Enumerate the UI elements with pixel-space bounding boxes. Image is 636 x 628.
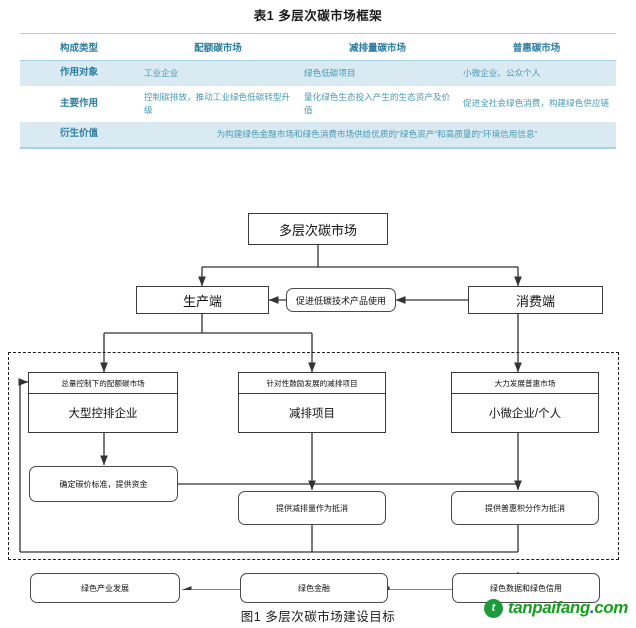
framework-table: 构成类型 配额碳市场 减排量碳市场 普惠碳市场 作用对象 工业企业 绿色低碳项目… bbox=[20, 33, 616, 149]
flowchart-connectors bbox=[18, 245, 522, 590]
node-caption: 针对性鼓励发展的减排项目 bbox=[239, 373, 385, 394]
node-green-finance[interactable]: 绿色金融 bbox=[240, 573, 388, 603]
market-mechanism-group bbox=[8, 352, 619, 560]
node-label: 生产端 bbox=[182, 293, 222, 309]
table-caption: 表1 多层次碳市场框架 bbox=[253, 9, 383, 23]
node-body: 大型控排企业 bbox=[68, 408, 138, 420]
table-body: 作用对象 工业企业 绿色低碳项目 小微企业、公众个人 主要作用 控制碳排放，推动… bbox=[20, 60, 616, 149]
node-consumption-side[interactable]: 消费端 bbox=[468, 286, 603, 314]
cell-inclusive: 小微企业、公众个人 bbox=[463, 67, 541, 78]
cell-reduction: 量化绿色生态投入产生的生态资产及价值 bbox=[304, 91, 451, 116]
node-body: 小微企业/个人 bbox=[488, 408, 562, 420]
table-row: 作用对象 工业企业 绿色低碳项目 小微企业、公众个人 bbox=[20, 60, 616, 86]
site-logo[interactable]: t tanpaifang.com bbox=[483, 598, 628, 618]
cell-derivative-value: 为构建绿色金融市场和绿色消费市场供给优质的“绿色资产”和高质量的“环境信用信息” bbox=[216, 129, 538, 140]
brand-wordmark: tanpaifang.com bbox=[508, 598, 628, 618]
flowchart: 多层次碳市场 生产端 消费端 促进低碳技术产品使用 总量控制下的配额碳市场 大型… bbox=[0, 200, 636, 603]
node-promote-low-carbon-tech[interactable]: 促进低碳技术产品使用 bbox=[286, 288, 396, 312]
node-caption: 总量控制下的配额碳市场 bbox=[29, 373, 177, 394]
node-offset-inclusive-points[interactable]: 提供普惠积分作为抵消 bbox=[451, 491, 599, 525]
column-header-2: 减排量碳市场 bbox=[298, 33, 457, 61]
node-label: 绿色数据和绿色信用 bbox=[490, 583, 562, 593]
node-body: 减排项目 bbox=[289, 408, 335, 420]
table-row: 衍生价值 为构建绿色金融市场和绿色消费市场供给优质的“绿色资产”和高质量的“环境… bbox=[20, 122, 616, 149]
column-header-1: 配额碳市场 bbox=[138, 33, 298, 61]
brand-part-1: tanpaifang bbox=[507, 598, 590, 617]
brand-part-3: com bbox=[594, 598, 628, 617]
table-row: 主要作用 控制碳排放，推动工业绿色低碳转型升级 量化绿色生态投入产生的生态资产及… bbox=[20, 85, 616, 123]
node-label: 消费端 bbox=[515, 293, 555, 309]
table-head: 构成类型 配额碳市场 减排量碳市场 普惠碳市场 bbox=[20, 33, 616, 61]
column-header-3: 普惠碳市场 bbox=[457, 33, 616, 61]
node-label: 多层次碳市场 bbox=[278, 222, 357, 238]
cell-reduction: 绿色低碳项目 bbox=[304, 67, 356, 78]
cell-allowance: 控制碳排放，推动工业绿色低碳转型升级 bbox=[144, 91, 291, 116]
figure-caption: 图1 多层次碳市场建设目标 bbox=[240, 610, 396, 624]
node-label: 绿色金融 bbox=[298, 583, 330, 593]
node-label: 促进低碳技术产品使用 bbox=[295, 295, 386, 306]
node-green-data-credit[interactable]: 绿色数据和绿色信用 bbox=[452, 573, 600, 603]
row-label: 衍生价值 bbox=[59, 128, 98, 140]
node-inclusive-market-group[interactable]: 大力发展普惠市场 小微企业/个人 bbox=[451, 372, 599, 433]
node-green-industry-development[interactable]: 绿色产业发展 bbox=[30, 573, 180, 603]
node-label: 绿色产业发展 bbox=[81, 583, 129, 593]
row-label: 主要作用 bbox=[59, 97, 98, 109]
framework-table-wrapper: 构成类型 配额碳市场 减排量碳市场 普惠碳市场 作用对象 工业企业 绿色低碳项目… bbox=[20, 33, 616, 149]
cell-inclusive: 促进全社会绿色消费，构建绿色供应链 bbox=[463, 98, 610, 109]
node-offset-reduction[interactable]: 提供减排量作为抵消 bbox=[238, 491, 386, 525]
node-allowance-market-group[interactable]: 总量控制下的配额碳市场 大型控排企业 bbox=[28, 372, 178, 433]
node-reduction-project-group[interactable]: 针对性鼓励发展的减排项目 减排项目 bbox=[238, 372, 386, 433]
cell-allowance: 工业企业 bbox=[144, 67, 179, 78]
leaf-icon: t bbox=[483, 598, 503, 618]
node-multilayer-carbon-market[interactable]: 多层次碳市场 bbox=[248, 213, 388, 245]
table-header-row: 构成类型 配额碳市场 减排量碳市场 普惠碳市场 bbox=[20, 33, 616, 61]
node-label: 确定碳价标准，提供资金 bbox=[59, 479, 148, 489]
column-header-0: 构成类型 bbox=[20, 33, 138, 61]
row-label: 作用对象 bbox=[59, 67, 98, 78]
node-production-side[interactable]: 生产端 bbox=[136, 286, 269, 314]
node-label: 提供普惠积分作为抵消 bbox=[485, 503, 565, 513]
brand-part-2: . bbox=[589, 598, 595, 617]
node-carbon-price-funding[interactable]: 确定碳价标准，提供资金 bbox=[29, 466, 178, 502]
node-caption: 大力发展普惠市场 bbox=[452, 373, 598, 394]
node-label: 提供减排量作为抵消 bbox=[276, 503, 348, 513]
